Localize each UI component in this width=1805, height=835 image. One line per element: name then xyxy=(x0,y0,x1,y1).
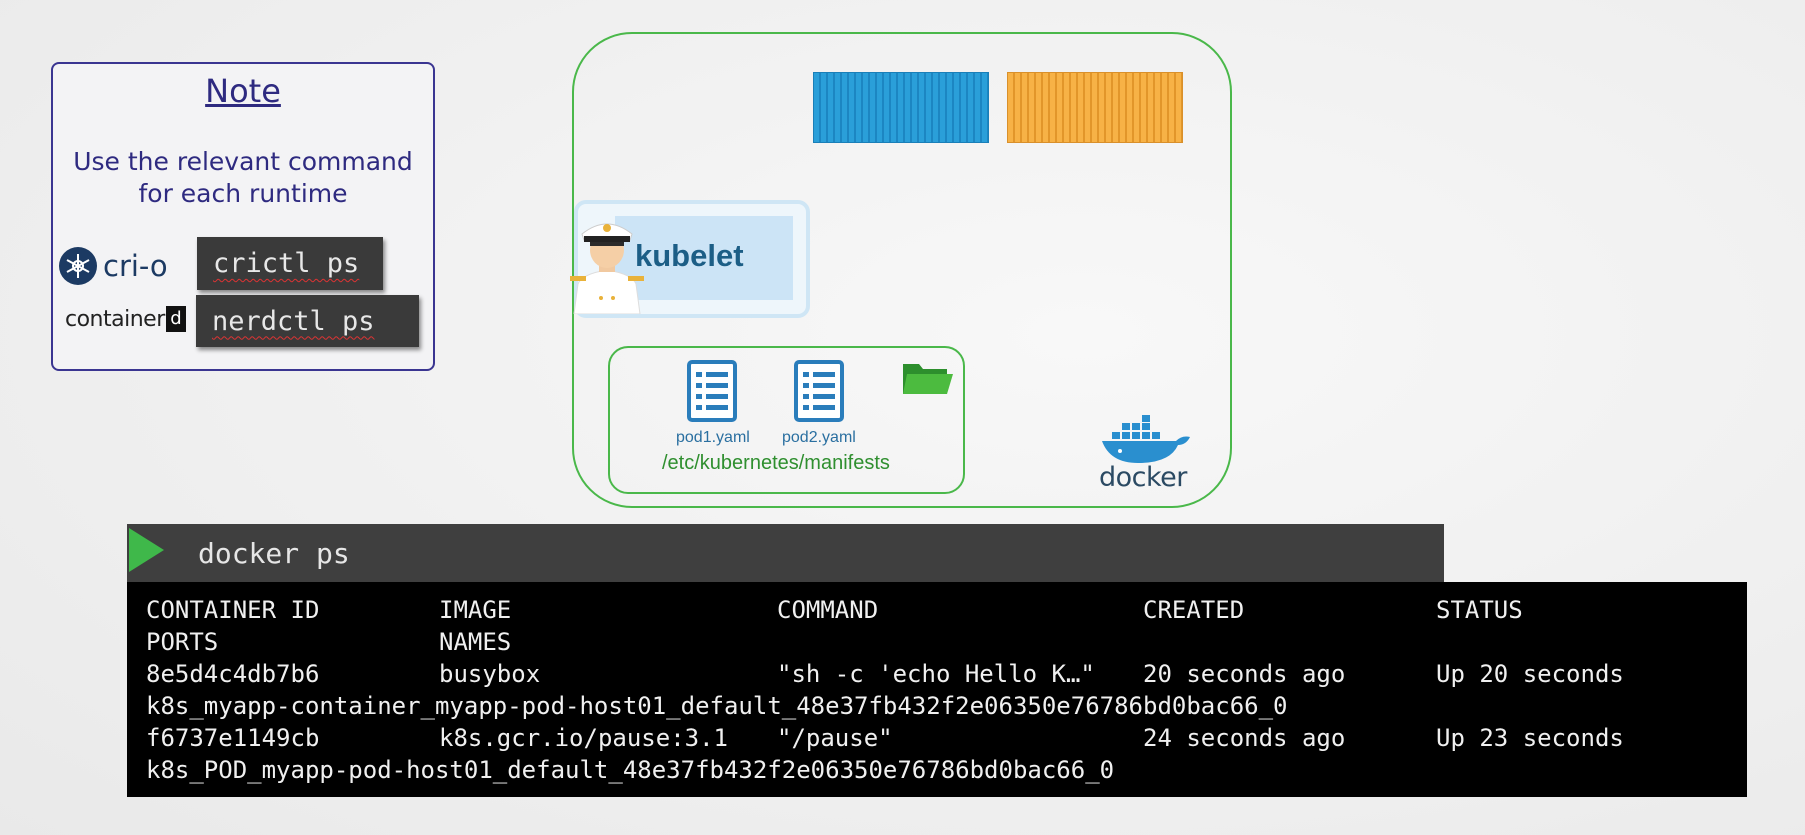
row2-status: Up 23 seconds xyxy=(1436,724,1624,752)
row1-created: 20 seconds ago xyxy=(1143,660,1346,688)
note-box: Note Use the relevant command for each r… xyxy=(51,62,435,371)
terminal-command-bar: docker ps xyxy=(127,524,1444,582)
kubelet-label: kubelet xyxy=(635,238,744,273)
header-command: COMMAND xyxy=(777,596,879,624)
crio-snowflake-icon xyxy=(59,247,97,285)
note-text: Use the relevant command for each runtim… xyxy=(73,147,413,208)
row1-names: k8s_myapp-container_myapp-pod-host01_def… xyxy=(146,692,1288,720)
containerd-logo-text: container xyxy=(65,306,165,332)
nerdctl-command: nerdctl ps xyxy=(196,295,419,347)
manifests-folder-box xyxy=(608,346,965,494)
header-image: IMAGE xyxy=(439,596,512,624)
container-blue-icon xyxy=(813,72,989,143)
pod2-file-icon xyxy=(794,360,844,422)
row2-command: "/pause" xyxy=(777,724,893,752)
pod1-file-label: pod1.yaml xyxy=(676,429,750,446)
kubelet-panel-inner xyxy=(615,216,793,300)
manifests-path: /etc/kubernetes/manifests xyxy=(662,452,890,474)
crio-logo: cri-o xyxy=(59,247,168,285)
row1-container-id: 8e5d4c4db7b6 xyxy=(146,660,320,688)
header-ports: PORTS xyxy=(146,628,219,656)
row1-status: Up 20 seconds xyxy=(1436,660,1624,688)
terminal-command: docker ps xyxy=(198,537,350,570)
header-status: STATUS xyxy=(1436,596,1523,624)
row2-container-id: f6737e1149cb xyxy=(146,724,320,752)
row2-image: k8s.gcr.io/pause:3.1 xyxy=(439,724,728,752)
row2-created: 24 seconds ago xyxy=(1143,724,1346,752)
captain-icon xyxy=(570,223,644,314)
docker-whale-icon xyxy=(1102,415,1190,463)
note-title: Note xyxy=(205,72,281,110)
row1-command: "sh -c 'echo Hello K…" xyxy=(777,660,1095,688)
docker-logo-text: docker xyxy=(1099,462,1187,493)
header-created: CREATED xyxy=(1143,596,1245,624)
container-orange-icon xyxy=(1007,72,1183,143)
play-icon xyxy=(129,528,164,572)
header-container-id: CONTAINER ID xyxy=(146,596,320,624)
crictl-command: crictl ps xyxy=(197,237,383,290)
header-names: NAMES xyxy=(439,628,512,656)
row2-names: k8s_POD_myapp-pod-host01_default_48e37fb… xyxy=(146,756,1115,784)
pod2-file-label: pod2.yaml xyxy=(782,429,856,446)
terminal-output: CONTAINER ID IMAGE COMMAND CREATED STATU… xyxy=(127,582,1747,797)
crio-logo-text: cri-o xyxy=(103,249,168,283)
folder-icon xyxy=(903,364,953,394)
pod1-file-icon xyxy=(687,360,737,422)
node-boundary xyxy=(572,32,1232,508)
row1-image: busybox xyxy=(439,660,541,688)
containerd-logo-suffix: d xyxy=(165,306,186,332)
